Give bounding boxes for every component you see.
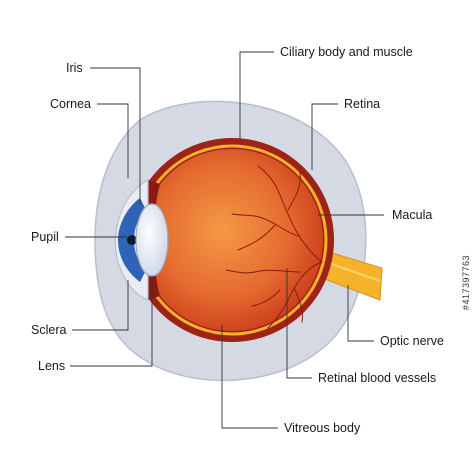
label-sclera: Sclera [31, 323, 67, 337]
vitreous-body-shape [141, 149, 323, 331]
lens-shape [135, 203, 169, 277]
label-iris: Iris [66, 61, 83, 75]
pupil-shape [127, 235, 137, 245]
label-pupil: Pupil [31, 230, 59, 244]
label-lens: Lens [38, 359, 66, 373]
label-macula: Macula [392, 208, 433, 222]
label-ciliary: Ciliary body and muscle [280, 45, 413, 59]
label-optic-nerve: Optic nerve [380, 334, 444, 348]
retinal-vessels-shape [225, 165, 323, 329]
stock-id: #417397763 [461, 255, 471, 311]
label-retina: Retina [344, 97, 381, 111]
label-retinal-vessels: Retinal blood vessels [318, 371, 437, 385]
label-cornea: Cornea [50, 97, 91, 111]
leader-lines [65, 51, 384, 429]
label-vitreous: Vitreous body [284, 421, 361, 435]
